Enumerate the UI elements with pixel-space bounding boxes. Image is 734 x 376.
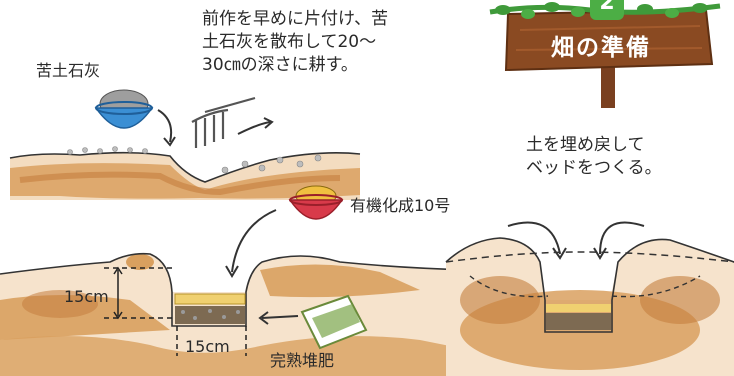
tilled-field-scene bbox=[9, 89, 361, 200]
step-title: 畑の準備 bbox=[551, 35, 651, 61]
instruction-bed-line-2: ベッドをつくる。 bbox=[526, 158, 662, 178]
step-number-badge bbox=[590, 0, 624, 20]
bed-scene bbox=[445, 221, 734, 376]
trench-scene bbox=[0, 185, 471, 376]
step-signboard bbox=[489, 0, 721, 108]
instruction-bed-line-1: 土を埋め戻して bbox=[526, 135, 645, 155]
lime-bowl bbox=[94, 89, 154, 129]
width-dimension bbox=[176, 326, 247, 356]
instruction-line-3: 30㎝の深さに耕す。 bbox=[202, 55, 358, 75]
fertilizer-label: 有機化成10号 bbox=[350, 196, 451, 215]
hoe-tool bbox=[191, 96, 256, 148]
depth-label: 15cm bbox=[64, 287, 109, 306]
fertilizer-layer bbox=[174, 293, 246, 305]
instruction-line-1: 前作を早めに片付け、苦 bbox=[202, 9, 389, 29]
lime-label: 苦土石灰 bbox=[36, 61, 101, 80]
step-number: 2 bbox=[599, 0, 615, 15]
fertilizer-bowl bbox=[288, 185, 344, 220]
depth-dimension bbox=[104, 266, 172, 320]
compost-bag bbox=[300, 294, 368, 350]
compost-label: 完熟堆肥 bbox=[270, 351, 335, 370]
instruction-line-2: 土石灰を散布して20～ bbox=[202, 32, 377, 52]
lime-arrow bbox=[157, 109, 173, 143]
compost-layer bbox=[175, 306, 245, 324]
width-label: 15cm bbox=[185, 337, 230, 356]
